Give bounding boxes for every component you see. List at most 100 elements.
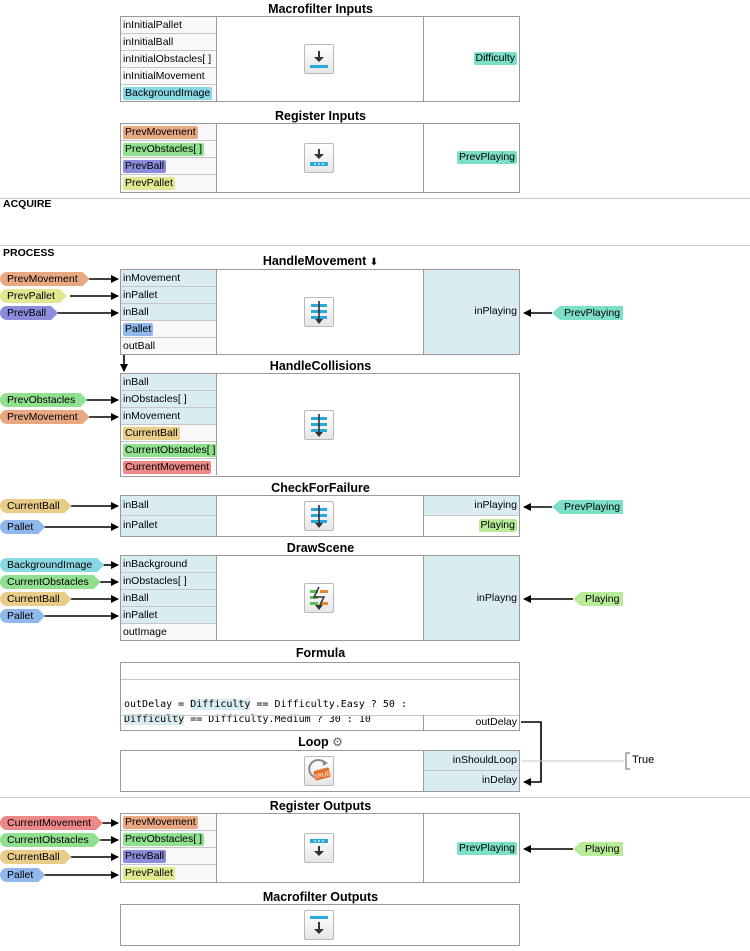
macro-outputs-block[interactable] xyxy=(120,904,520,946)
external-input[interactable]: Pallet xyxy=(0,520,45,534)
macro-outputs-title: Macrofilter Outputs xyxy=(262,890,379,904)
port-tag: PrevMovement xyxy=(123,816,198,829)
gear-icon: ⚙ xyxy=(332,735,343,749)
constant-value[interactable]: True xyxy=(632,754,655,766)
input-port[interactable]: Pallet xyxy=(121,321,217,338)
handle-movement-block[interactable]: inMovement inPallet inBall Pallet outBal… xyxy=(120,269,520,355)
output-port[interactable]: outDelay xyxy=(475,716,517,728)
register-out-icon xyxy=(304,833,334,863)
port-tag: CurrentBall xyxy=(123,427,180,440)
register-inputs-block[interactable]: PrevMovement PrevObstacles[ ] PrevBall P… xyxy=(120,123,520,193)
input-port[interactable]: PrevPallet xyxy=(121,175,217,192)
loop-title: Loop ⚙ xyxy=(120,735,521,749)
external-input[interactable]: PrevPlaying xyxy=(552,500,623,514)
output-port[interactable]: Difficulty xyxy=(473,52,517,65)
input-port[interactable]: PrevBall xyxy=(121,848,217,865)
constant-bracket xyxy=(625,752,630,770)
port-tag: PrevObstacles[ ] xyxy=(123,143,205,156)
output-column: Difficulty xyxy=(423,17,519,101)
external-input[interactable]: CurrentMovement xyxy=(0,816,103,830)
section-acquire: ACQUIRE xyxy=(3,198,52,210)
handle-movement-label: HandleMovement xyxy=(262,254,367,268)
input-port[interactable]: inObstacles[ ] xyxy=(121,573,217,590)
input-port[interactable]: inObstacles[ ] xyxy=(121,391,217,408)
output-port[interactable]: CurrentObstacles[ ] xyxy=(121,442,218,459)
external-input[interactable]: CurrentBall xyxy=(0,850,72,864)
input-port[interactable]: inPallet xyxy=(121,516,217,536)
input-port[interactable]: inBackground xyxy=(121,556,217,573)
input-port[interactable]: inInitialObstacles[ ] xyxy=(121,51,217,68)
formula-header xyxy=(121,663,519,680)
formula-expression[interactable]: outDelay = Difficulty == Difficulty.Easy… xyxy=(124,699,407,725)
download-icon xyxy=(304,44,334,74)
external-input[interactable]: Pallet xyxy=(0,868,45,882)
input-port[interactable]: inBall xyxy=(121,590,217,607)
port-tag: Pallet xyxy=(123,323,154,336)
external-input[interactable]: PrevPlaying xyxy=(552,306,623,320)
handle-collisions-title: HandleCollisions xyxy=(269,359,372,373)
external-input[interactable]: PrevMovement xyxy=(0,272,90,286)
formula-block[interactable]: outDelay = Difficulty == Difficulty.Easy… xyxy=(120,662,520,731)
input-port[interactable]: PrevPlaying xyxy=(456,842,517,855)
input-port[interactable]: PrevMovement xyxy=(121,814,217,831)
external-input[interactable]: CurrentBall xyxy=(0,499,72,513)
input-port[interactable]: BackgroundImage xyxy=(121,85,217,101)
input-port[interactable]: inPallet xyxy=(121,287,217,304)
external-input[interactable]: Playing xyxy=(573,842,623,856)
input-port[interactable]: PrevObstacles[ ] xyxy=(121,141,217,158)
input-port[interactable]: inInitialMovement xyxy=(121,68,217,85)
input-port[interactable]: inMovement xyxy=(121,408,217,425)
output-column: inPlaying Playing xyxy=(423,496,519,536)
external-input[interactable]: Pallet xyxy=(0,609,45,623)
external-input[interactable]: CurrentObstacles xyxy=(0,575,101,589)
port-tag: CurrentObstacles[ ] xyxy=(123,444,218,457)
section-process: PROCESS xyxy=(3,247,55,259)
register-outputs-block[interactable]: PrevMovement PrevObstacles[ ] PrevBall P… xyxy=(120,813,520,883)
input-port[interactable]: inShouldLoop xyxy=(452,754,517,766)
output-port[interactable]: outBall xyxy=(121,338,217,354)
external-input[interactable]: CurrentBall xyxy=(0,592,72,606)
section-divider xyxy=(0,198,750,199)
input-port[interactable]: inPlaying xyxy=(474,305,517,317)
external-input[interactable]: BackgroundImage xyxy=(0,558,104,572)
port-tag: PrevPallet xyxy=(123,177,175,190)
output-column: inPlayng xyxy=(423,556,519,640)
input-port[interactable]: PrevPallet xyxy=(121,865,217,882)
input-port[interactable]: inDelay xyxy=(481,774,517,786)
switch-branch-icon xyxy=(304,583,334,613)
output-port[interactable]: CurrentBall xyxy=(121,425,217,442)
draw-scene-block[interactable]: inBackground inObstacles[ ] inBall inPal… xyxy=(120,555,520,641)
section-divider xyxy=(0,245,750,246)
check-for-failure-title: CheckForFailure xyxy=(271,481,370,495)
handle-collisions-block[interactable]: inBall inObstacles[ ] inMovement Current… xyxy=(120,373,520,477)
loop-block[interactable]: TRUE inShouldLoop inDelay xyxy=(120,750,520,792)
port-tag: BackgroundImage xyxy=(123,87,213,100)
external-input[interactable]: PrevPallet xyxy=(0,289,67,303)
input-port[interactable]: PrevObstacles[ ] xyxy=(121,831,217,848)
external-input[interactable]: PrevBall xyxy=(0,306,58,320)
input-port[interactable]: inInitialPallet xyxy=(121,17,217,34)
external-input[interactable]: PrevObstacles xyxy=(0,393,87,407)
input-port[interactable]: inBall xyxy=(121,496,217,516)
input-port[interactable]: inPallet xyxy=(121,607,217,624)
output-port[interactable]: CurrentMovement xyxy=(121,459,217,475)
output-port[interactable]: PrevPlaying xyxy=(456,151,517,164)
input-port[interactable]: inMovement xyxy=(121,270,217,287)
input-port[interactable]: inPlayng xyxy=(476,592,517,604)
loop-icon-label: TRUE xyxy=(314,771,331,781)
input-port[interactable]: PrevBall xyxy=(121,158,217,175)
output-port[interactable]: Playing xyxy=(478,519,517,532)
external-input[interactable]: PrevMovement xyxy=(0,410,90,424)
external-input[interactable]: Playing xyxy=(573,592,623,606)
register-in-icon xyxy=(304,143,334,173)
input-port[interactable]: PrevMovement xyxy=(121,124,217,141)
check-for-failure-block[interactable]: inBall inPallet inPlaying Playing xyxy=(120,495,520,537)
input-port[interactable]: inInitialBall xyxy=(121,34,217,51)
external-input[interactable]: CurrentObstacles xyxy=(0,833,101,847)
input-port[interactable]: inBall xyxy=(121,374,217,391)
input-port[interactable]: inBall xyxy=(121,304,217,321)
formula-output-cell xyxy=(423,715,519,730)
input-port[interactable]: inPlaying xyxy=(474,499,517,511)
output-port[interactable]: outImage xyxy=(121,624,217,640)
macro-inputs-block[interactable]: inInitialPallet inInitialBall inInitialO… xyxy=(120,16,520,102)
